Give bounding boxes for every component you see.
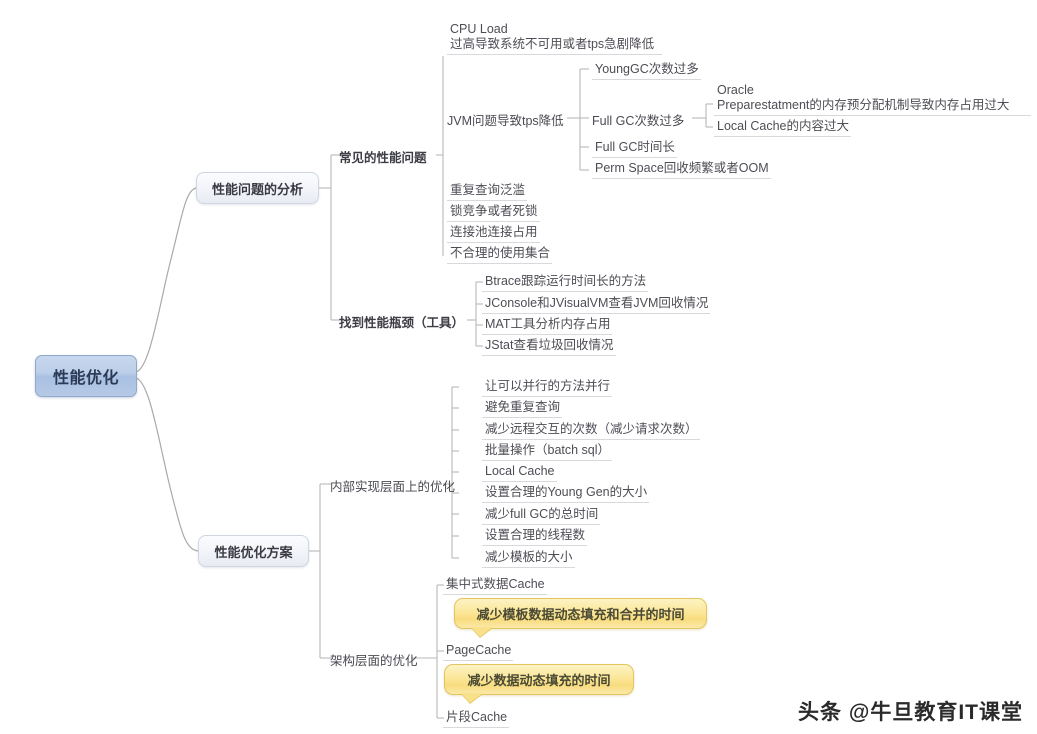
leaf-full-gc-time[interactable]: Full GC时间长: [592, 139, 677, 158]
leaf-template-size[interactable]: 减少模板的大小: [482, 549, 575, 568]
root-node[interactable]: 性能优化: [35, 355, 137, 397]
leaf-young-gc[interactable]: YoungGC次数过多: [592, 61, 701, 80]
leaf-btrace[interactable]: Btrace跟踪运行时间长的方法: [482, 273, 649, 292]
leaf-repeat-query[interactable]: 重复查询泛滥: [447, 182, 528, 201]
callout-template-merge[interactable]: 减少模板数据动态填充和合并的时间: [454, 598, 707, 637]
root-node-label: 性能优化: [52, 370, 119, 387]
branch-node-analysis-label: 性能问题的分析: [211, 181, 303, 197]
watermark: 头条 @牛旦教育IT课堂: [798, 701, 1023, 724]
topic-common-problems[interactable]: 常见的性能问题: [339, 151, 427, 165]
leaf-cpu-load-line2: 过高导致系统不可用或者tps急剧降低: [450, 37, 655, 51]
leaf-fragment-cache[interactable]: 片段Cache: [443, 709, 510, 728]
leaf-batch-operation[interactable]: 批量操作（batch sql）: [482, 442, 613, 461]
topic-jvm-problem[interactable]: JVM问题导致tps降低: [447, 114, 564, 128]
leaf-bad-collection[interactable]: 不合理的使用集合: [447, 245, 553, 264]
leaf-local-cache[interactable]: Local Cache: [482, 463, 557, 482]
leaf-jstat[interactable]: JStat查看垃圾回收情况: [482, 337, 616, 356]
leaf-connection-pool[interactable]: 连接池连接占用: [447, 224, 540, 243]
callout-data-fill-label: 减少数据动态填充的时间: [467, 673, 611, 688]
leaf-oracle-preparestatement[interactable]: Oracle Preparestatment的内存预分配机制导致内存占用过大: [714, 83, 1031, 116]
leaf-parallel-methods[interactable]: 让可以并行的方法并行: [482, 378, 613, 397]
callout-tail-icon: [461, 693, 483, 703]
topic-internal-optimization[interactable]: 内部实现层面上的优化: [330, 480, 456, 494]
leaf-cpu-load[interactable]: CPU Load 过高导致系统不可用或者tps急剧降低: [447, 22, 662, 55]
leaf-reduce-remote-calls[interactable]: 减少远程交互的次数（减少请求次数）: [482, 421, 700, 440]
leaf-mat[interactable]: MAT工具分析内存占用: [482, 316, 613, 335]
branch-node-solution[interactable]: 性能优化方案: [198, 535, 309, 567]
leaf-thread-count[interactable]: 设置合理的线程数: [482, 527, 588, 546]
leaf-lock-contention[interactable]: 锁竞争或者死锁: [447, 203, 540, 222]
leaf-local-cache-too-big[interactable]: Local Cache的内容过大: [714, 118, 851, 137]
branch-node-analysis[interactable]: 性能问题的分析: [196, 172, 319, 204]
leaf-reduce-fullgc-time[interactable]: 减少full GC的总时间: [482, 506, 601, 525]
topic-full-gc-count[interactable]: Full GC次数过多: [592, 114, 685, 128]
topic-find-bottleneck[interactable]: 找到性能瓶颈（工具）: [339, 316, 465, 330]
leaf-cpu-load-line1: CPU Load: [450, 22, 508, 36]
leaf-jconsole[interactable]: JConsole和JVisualVM查看JVM回收情况: [482, 295, 711, 314]
leaf-avoid-repeat-query[interactable]: 避免重复查询: [482, 399, 563, 418]
leaf-oracle-line2: Preparestatment的内存预分配机制导致内存占用过大: [717, 98, 1010, 112]
leaf-young-gen-size[interactable]: 设置合理的Young Gen的大小: [482, 484, 650, 503]
topic-architecture-optimization[interactable]: 架构层面的优化: [330, 654, 418, 668]
leaf-oracle-line1: Oracle: [717, 83, 754, 97]
callout-template-merge-label: 减少模板数据动态填充和合并的时间: [476, 607, 685, 622]
leaf-page-cache[interactable]: PageCache: [443, 642, 514, 661]
callout-tail-icon: [471, 627, 493, 637]
leaf-central-data-cache[interactable]: 集中式数据Cache: [443, 576, 547, 595]
branch-node-solution-label: 性能优化方案: [214, 544, 293, 560]
leaf-perm-space[interactable]: Perm Space回收频繁或者OOM: [592, 160, 771, 179]
callout-data-fill[interactable]: 减少数据动态填充的时间: [444, 664, 634, 703]
